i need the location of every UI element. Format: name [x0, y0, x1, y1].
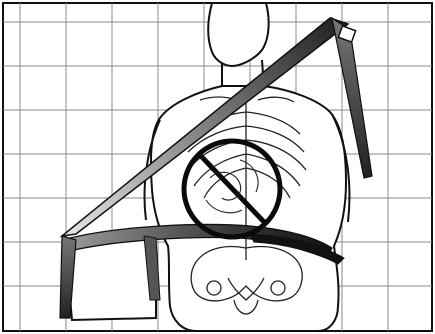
child-seat [68, 238, 156, 320]
